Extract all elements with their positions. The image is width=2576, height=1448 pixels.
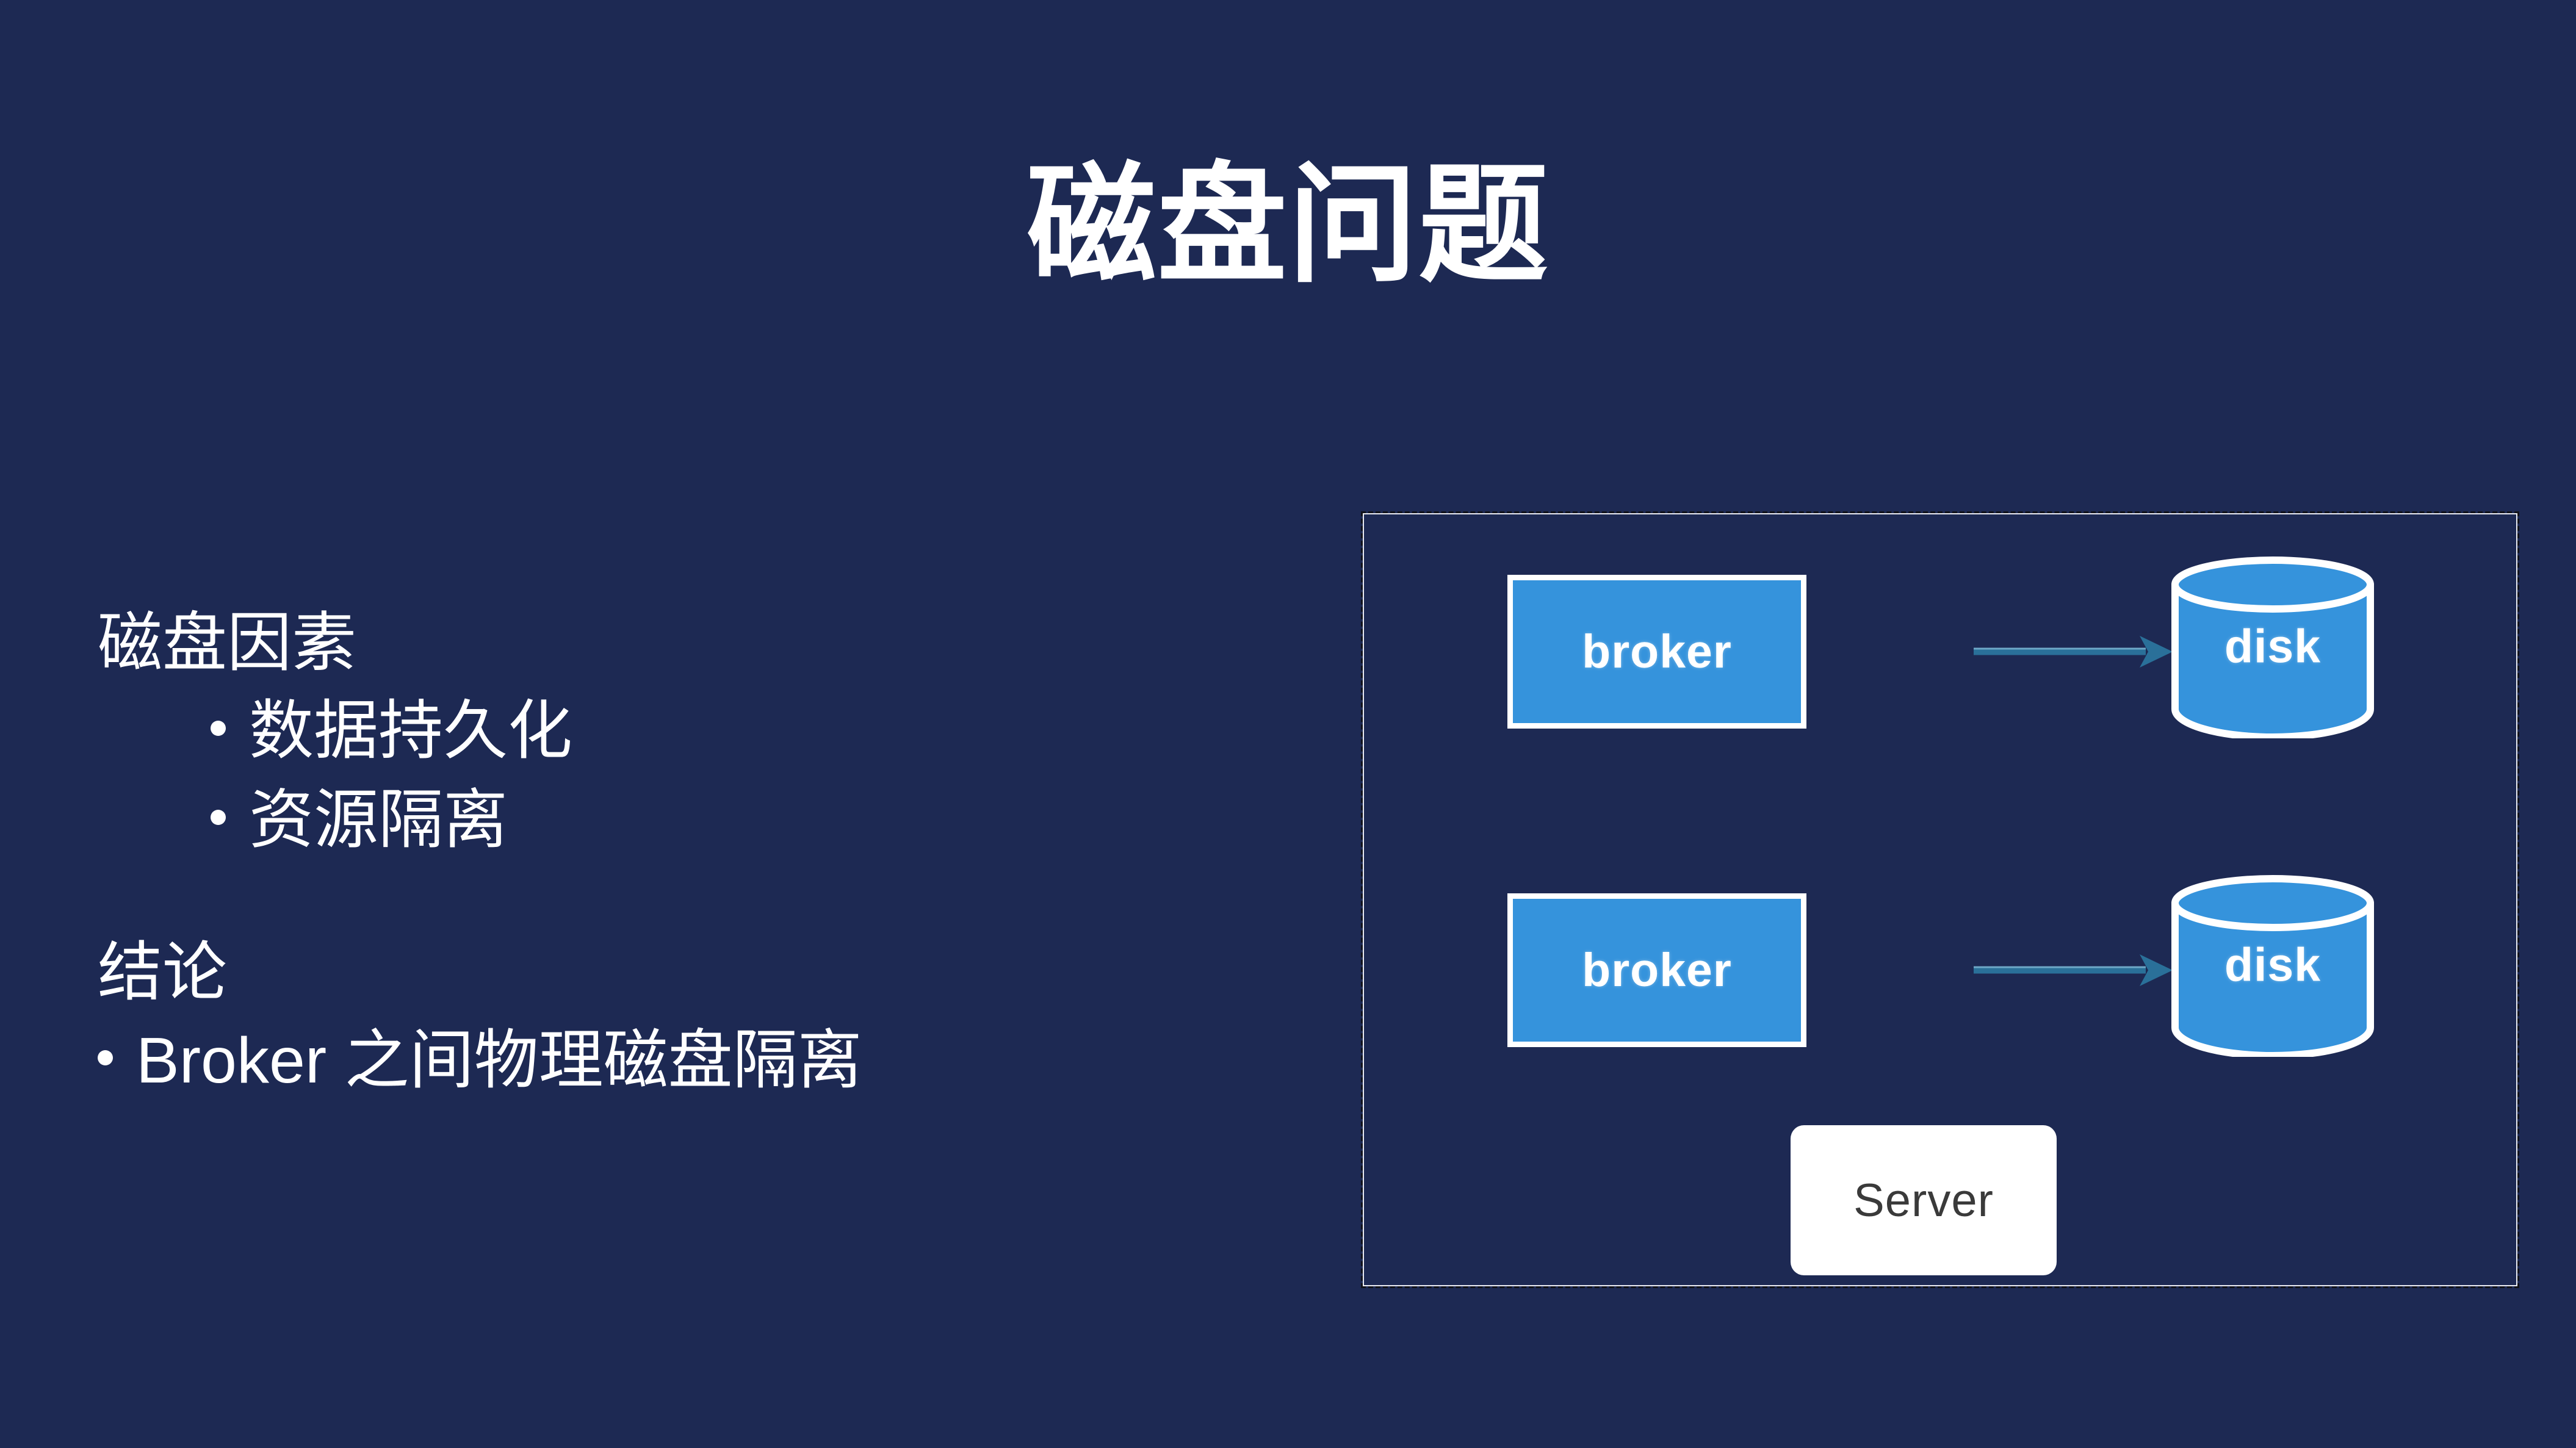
page-title: 磁盘问题	[1026, 153, 1550, 297]
list-item: Broker 之间物理磁盘隔离	[98, 1016, 1257, 1105]
server-boundary-container: broker disk broker disk Se	[1361, 511, 2519, 1288]
section-heading-conclusion: 结论	[98, 937, 227, 1009]
section-heading-disk-factors: 磁盘因素	[98, 607, 356, 679]
section-spacer	[98, 865, 1257, 931]
left-content-column: 磁盘因素 数据持久化 资源隔离 结论 Broker 之间物理磁盘隔离	[98, 601, 1257, 1106]
broker-node-label: broker	[1582, 943, 1732, 996]
bullet-dot-icon	[98, 1050, 113, 1066]
bullet-dot-icon	[211, 720, 226, 736]
list-item: 数据持久化	[98, 686, 1257, 776]
bullet-list-disk-factors: 数据持久化 资源隔离	[98, 686, 1257, 865]
flow-arrow-broker-to-disk-1	[1974, 633, 2173, 670]
broker-node-1: broker	[1507, 575, 1806, 729]
list-item-label: 资源隔离	[249, 784, 508, 857]
list-item: 资源隔离	[98, 776, 1257, 865]
server-label-box: Server	[1791, 1125, 2057, 1275]
broker-node-2: broker	[1507, 893, 1806, 1047]
disk-node-label: disk	[2224, 938, 2322, 992]
list-item-label: 数据持久化	[249, 694, 572, 767]
bullet-list-conclusion: Broker 之间物理磁盘隔离	[98, 1016, 1257, 1105]
flow-arrow-broker-to-disk-2	[1974, 952, 2173, 989]
list-item-label: Broker 之间物理磁盘隔离	[136, 1025, 862, 1097]
disk-node-1: disk	[2169, 555, 2376, 738]
disk-node-label: disk	[2224, 620, 2322, 673]
broker-node-label: broker	[1582, 625, 1732, 678]
server-label: Server	[1853, 1174, 1994, 1226]
bullet-dot-icon	[211, 810, 226, 826]
disk-node-2: disk	[2169, 874, 2376, 1057]
